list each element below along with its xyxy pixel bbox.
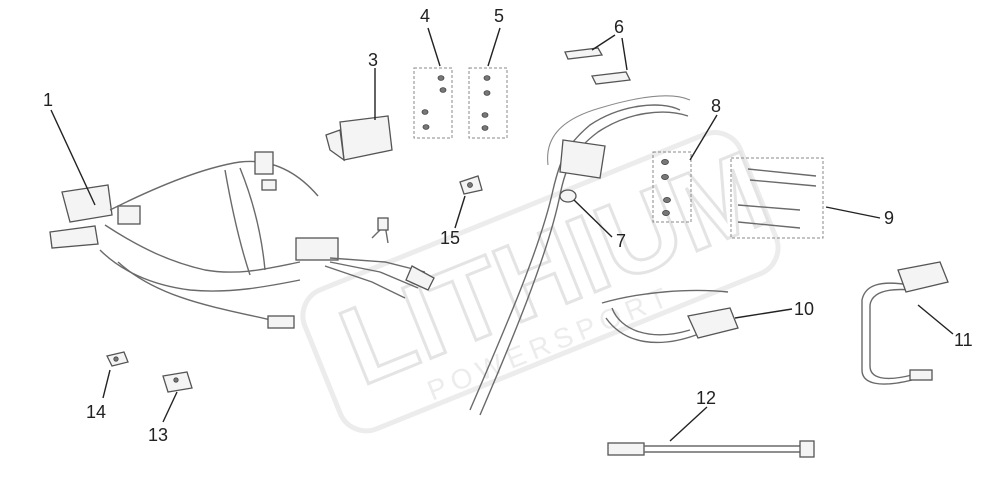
sensor-harness (469, 95, 691, 416)
callout-4: 4 (420, 6, 430, 26)
callout-9: 9 (884, 208, 894, 228)
watermark-brand: LITHIUM (325, 127, 785, 408)
callout-12: 12 (696, 388, 716, 408)
callout-14: 14 (86, 402, 106, 422)
cable-ties (730, 157, 824, 239)
callout-3: 3 (368, 50, 378, 70)
grommet (459, 175, 483, 195)
clip-14 (106, 351, 129, 367)
callout-6: 6 (614, 17, 624, 37)
relay-cover (325, 115, 393, 162)
washer-sheet (652, 151, 692, 223)
tape-strips (564, 47, 631, 85)
callout-1: 1 (43, 90, 53, 110)
callout-numbers: 1 3 4 5 6 8 9 7 15 10 11 12 14 13 (43, 6, 973, 445)
loop-lead-11 (861, 261, 949, 385)
bracket-13 (162, 371, 193, 393)
sticker-sheet-4 (413, 67, 453, 139)
callout-13: 13 (148, 425, 168, 445)
main-wiring-harness (49, 151, 435, 329)
connector-lead-10 (601, 289, 739, 344)
callout-10: 10 (794, 299, 814, 319)
sticker-sheet-5 (468, 67, 508, 139)
callout-11: 11 (954, 330, 973, 350)
straight-lead-12 (607, 440, 815, 458)
callout-7: 7 (616, 231, 626, 251)
callout-8: 8 (711, 96, 721, 116)
leader-lines (50, 27, 954, 442)
callout-15: 15 (440, 228, 460, 248)
callout-5: 5 (494, 6, 504, 26)
